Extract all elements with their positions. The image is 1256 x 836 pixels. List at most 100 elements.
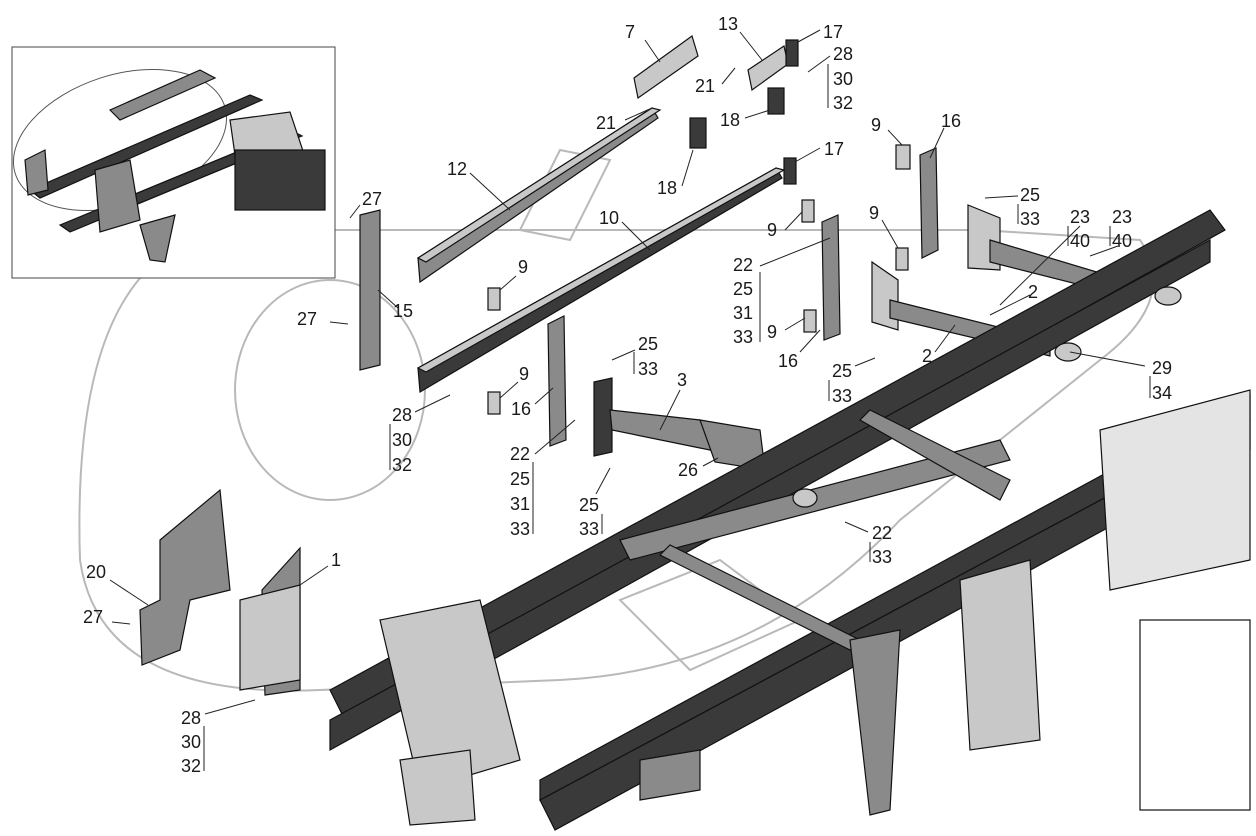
leader-line-c25f: [595, 467, 611, 495]
leader-line-c18b: [681, 149, 694, 187]
callout-label-c17a: 17: [823, 22, 843, 42]
leader-line-c22b: [534, 419, 576, 455]
leader-line-c21a: [721, 67, 736, 85]
callout-label-c26: 26: [678, 460, 698, 480]
callout-label-c25f: 25: [579, 495, 599, 515]
callout-label-c13: 13: [718, 14, 738, 34]
callout-label-c32c: 32: [181, 756, 201, 776]
inset-frame: [24, 69, 326, 263]
callout-label-c18a: 18: [720, 110, 740, 130]
callout-label-c16c: 16: [511, 399, 531, 419]
callout-label-c10: 10: [599, 208, 619, 228]
rubber-pad-17a: [785, 39, 799, 67]
callout-label-c21a: 21: [695, 76, 715, 96]
callout-label-c25e: 25: [510, 469, 530, 489]
callout-label-c9d: 9: [518, 257, 528, 277]
bracket-part-16a: [919, 147, 939, 259]
leader-line-c2a: [989, 294, 1031, 316]
callout-label-c28a: 28: [833, 44, 853, 64]
callout-label-c25a: 25: [1020, 185, 1040, 205]
callout-label-c33d: 33: [832, 386, 852, 406]
callout-label-c33g: 33: [872, 547, 892, 567]
leader-lines: [109, 29, 1146, 715]
callout-label-c12: 12: [447, 159, 467, 179]
leader-line-c22c: [844, 521, 869, 533]
callout-label-c33c: 33: [638, 359, 658, 379]
leader-line-c7: [644, 39, 661, 63]
callout-label-c33e: 33: [510, 519, 530, 539]
callout-label-c15: 15: [393, 301, 413, 321]
leader-line-c17b: [794, 147, 821, 163]
callout-label-c28c: 28: [181, 708, 201, 728]
leader-line-c21b: [624, 107, 653, 121]
callout-label-c25b: 25: [733, 279, 753, 299]
bracket-part-16b: [821, 214, 841, 341]
callout-label-c22c: 22: [872, 523, 892, 543]
leader-line-c9c: [881, 219, 899, 249]
callout-label-c16a: 16: [941, 111, 961, 131]
main-frame: [329, 209, 1251, 831]
callout-label-c22a: 22: [733, 255, 753, 275]
leader-line-c9e: [784, 317, 806, 331]
leader-line-c28c: [204, 699, 256, 715]
callout-label-c1: 1: [331, 550, 341, 570]
callout-label-c32b: 32: [392, 455, 412, 475]
callout-label-c32a: 32: [833, 93, 853, 113]
callout-label-c28b: 28: [392, 405, 412, 425]
callout-label-c23b: 23: [1112, 207, 1132, 227]
pad-part-13: [747, 45, 789, 92]
rail-part-12: [416, 107, 662, 284]
leader-line-c10: [621, 221, 651, 251]
bracket-part-16c: [547, 315, 567, 447]
leader-line-c23a: [999, 225, 1081, 306]
leader-line-c23b: [1089, 245, 1119, 257]
callout-label-c25c: 25: [638, 334, 658, 354]
leader-line-c9b: [784, 211, 803, 231]
callout-label-c9a: 9: [871, 115, 881, 135]
leader-line-c16b: [799, 329, 821, 353]
callout-label-c33f: 33: [579, 519, 599, 539]
plate-part-9f: [487, 391, 501, 415]
leader-line-c16c: [534, 387, 554, 405]
callout-label-c27a: 27: [362, 189, 382, 209]
mudguard-part-20: [139, 488, 231, 666]
label-group-brackets: [203, 64, 1151, 771]
rubber-pad-18a: [767, 87, 785, 115]
leader-line-c20: [109, 579, 149, 606]
leader-line-c9a: [887, 129, 903, 146]
leader-line-c13: [739, 31, 763, 61]
bar-part-15: [359, 209, 381, 371]
plate-part-9d: [487, 287, 501, 311]
callout-label-c16b: 16: [778, 351, 798, 371]
callout-label-c30a: 30: [833, 69, 853, 89]
leader-line-c25d: [854, 357, 876, 367]
rubber-pad-17b: [783, 157, 797, 185]
callout-label-c27c: 27: [83, 607, 103, 627]
callout-label-c33b: 33: [733, 327, 753, 347]
leader-line-c2b: [934, 324, 956, 353]
leader-line-c22a: [759, 237, 831, 267]
callout-label-c30c: 30: [181, 732, 201, 752]
leader-line-c28b: [414, 394, 451, 413]
leader-line-c3: [659, 389, 681, 431]
leader-line-c9f: [499, 381, 519, 399]
callout-label-c2a: 2: [1028, 282, 1038, 302]
plate-part-9a: [895, 144, 911, 170]
callout-label-c18b: 18: [657, 178, 677, 198]
rail-part-10: [416, 167, 786, 394]
plate-part-9c: [895, 247, 909, 271]
leader-line-c25a: [984, 195, 1019, 199]
leader-line-c12: [469, 172, 511, 211]
callout-label-c33a: 33: [1020, 209, 1040, 229]
bracket-part-1: [239, 546, 301, 696]
callout-label-c9b: 9: [767, 220, 777, 240]
callout-label-c29: 29: [1152, 358, 1172, 378]
pad-part-7: [633, 35, 699, 100]
leader-line-c15: [377, 289, 399, 309]
leader-line-c25c: [611, 349, 636, 361]
callout-label-c9e: 9: [767, 322, 777, 342]
callout-label-c9c: 9: [869, 203, 879, 223]
leader-line-c27b: [329, 321, 349, 325]
